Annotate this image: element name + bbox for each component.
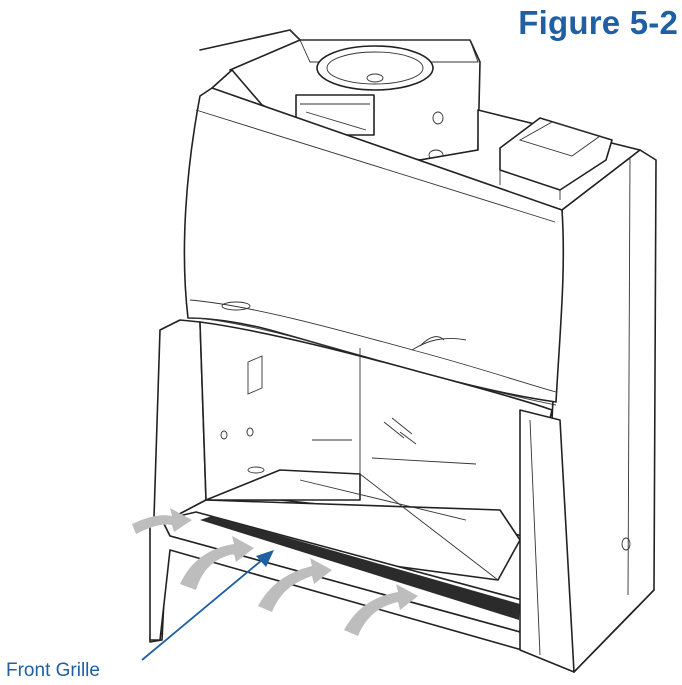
callout-leader xyxy=(141,550,274,661)
front-grille-label: Front Grille xyxy=(6,660,100,681)
blower-housing xyxy=(199,29,481,161)
figure-title: Figure 5-2 xyxy=(518,4,678,41)
callout-arrowhead xyxy=(256,550,274,567)
airflow-arrows xyxy=(132,508,418,636)
front-base xyxy=(149,409,575,673)
